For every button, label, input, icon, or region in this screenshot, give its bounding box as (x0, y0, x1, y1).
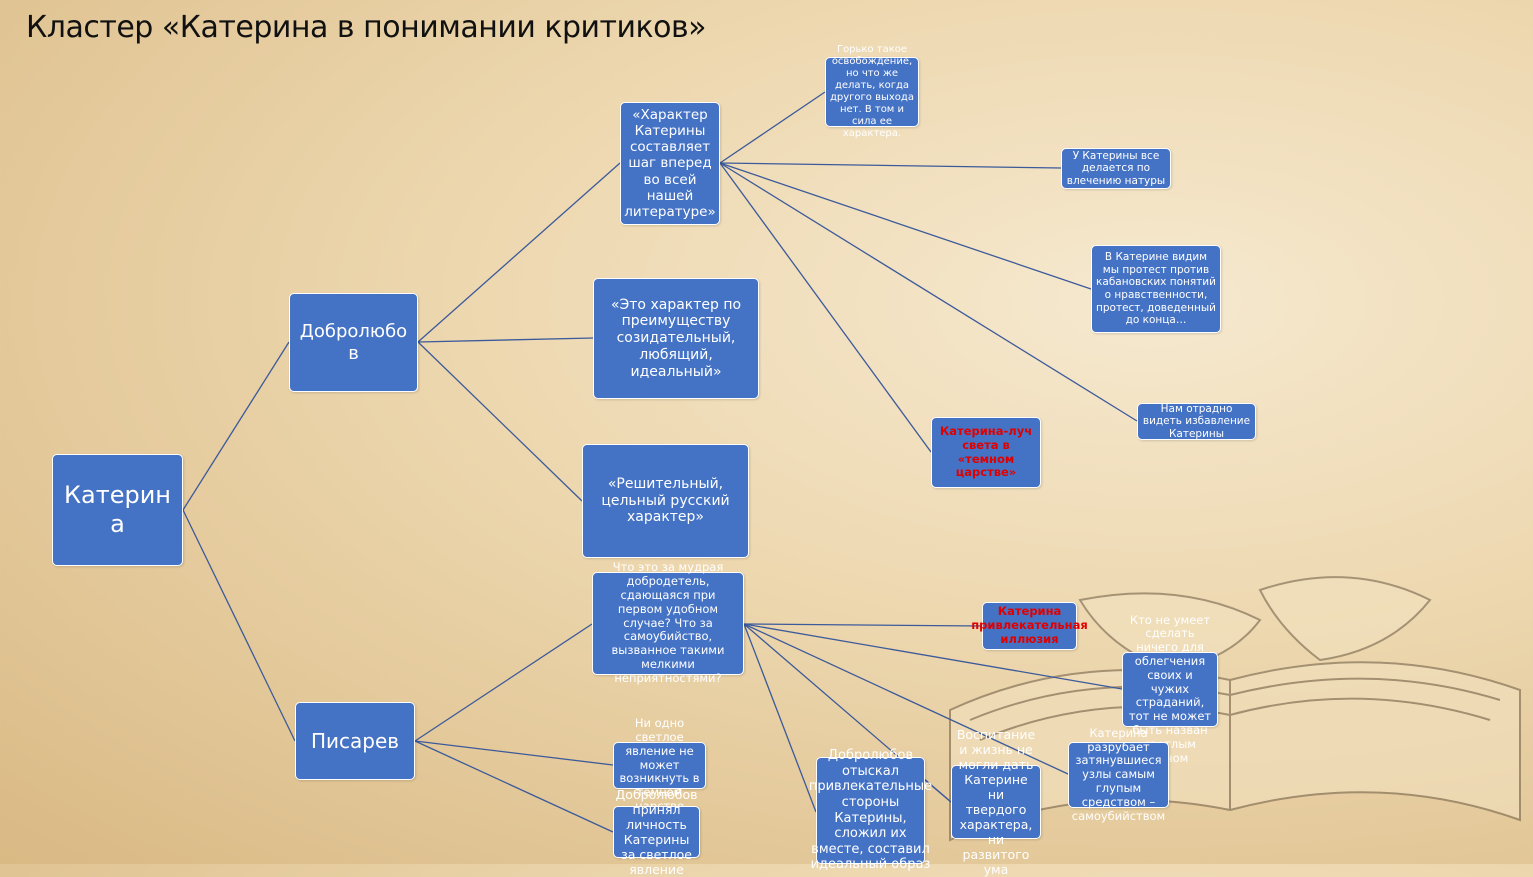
quote-protest-node: В Катерине видим мы протест против кабан… (1091, 245, 1221, 333)
pisarev-node-label: Писарев (310, 729, 400, 753)
edge-step-protest (719, 162, 1092, 290)
quote-character-step-text: «Характер Катерины составляет шаг вперед… (624, 106, 716, 220)
dobrolyubov-node: Добролюбо в (289, 293, 418, 392)
root-node: Катерин а (52, 454, 183, 566)
edge-dob-step (417, 162, 621, 343)
edge-step-nature (719, 162, 1062, 169)
edge-step-ray (719, 162, 932, 453)
edge-virtue-not-able (743, 623, 1123, 690)
quote-personality-node: Добролюбов принял личность Катерины за с… (613, 787, 700, 877)
edge-pis-no-bright (414, 740, 614, 766)
quote-creative-node: «Это характер по преимуществу созидатель… (593, 278, 759, 399)
quote-nature-text: У Катерины все делается по влечению нату… (1066, 149, 1166, 187)
quote-dob-found-node: Добролюбов отыскал привлекательные сторо… (809, 748, 932, 872)
quote-bitter-release-text: Горько такое освобождение, но что же дел… (830, 44, 914, 139)
ray-of-light-text: Катерина-луч света в «темном царстве» (939, 423, 1033, 480)
edge-pis-virtue (414, 623, 593, 742)
quote-cuts-node: Катерина разрубает затянувшиеся узлы сам… (1068, 726, 1169, 822)
edge-virtue-dob-found (743, 623, 817, 813)
page-title: Кластер «Катерина в понимании критиков» (26, 10, 707, 45)
illusion-text: Катерина привлекательная иллюзия (971, 604, 1088, 646)
quote-nature-node: У Катерины все делается по влечению нату… (1061, 148, 1171, 189)
quote-cuts-text: Катерина разрубает затянувшиеся узлы сам… (1071, 725, 1166, 823)
quote-glad-text: Нам отрадно видеть избавление Катерины (1142, 402, 1251, 440)
quote-virtue-node: Что это за мудрая добродетель, сдающаяся… (592, 561, 744, 685)
quote-protest-text: В Катерине видим мы протест против кабан… (1096, 251, 1216, 327)
edge-pis-personality (414, 740, 614, 833)
edge-dob-creative (417, 337, 594, 343)
quote-not-able-text: Кто не умеет сделать ничего для облегчен… (1128, 612, 1212, 765)
pisarev-node: Писарев (295, 702, 415, 780)
quote-virtue-text: Что это за мудрая добродетель, сдающаяся… (611, 560, 725, 685)
edge-virtue-illusion (743, 623, 983, 627)
quote-no-bright-node: Ни одно светлое явление не может возникн… (613, 716, 706, 813)
quote-dob-found-text: Добролюбов отыскал привлекательные сторо… (808, 748, 933, 873)
edge-dobfound-upbringing (924, 779, 952, 803)
edge-step-glad (719, 162, 1138, 422)
dobrolyubov-node-label: Добролюбо в (299, 320, 408, 364)
quote-no-bright-text: Ни одно светлое явление не может возникн… (619, 716, 700, 813)
ray-of-light-node: Катерина-луч света в «темном царстве» (931, 417, 1041, 488)
quote-decisive-text: «Решительный, цельный русский характер» (601, 475, 730, 526)
quote-decisive-node: «Решительный, цельный русский характер» (582, 444, 749, 558)
illusion-node: Катерина привлекательная иллюзия (971, 602, 1088, 650)
quote-glad-node: Нам отрадно видеть избавление Катерины (1137, 403, 1256, 440)
edge-root-pisarev (182, 509, 296, 742)
quote-upbringing-node: Воспитание и жизнь не могли дать Катерин… (951, 727, 1041, 877)
quote-upbringing-text: Воспитание и жизнь не могли дать Катерин… (956, 727, 1036, 877)
quote-creative-text: «Это характер по преимуществу созидатель… (610, 296, 742, 380)
quote-character-step-node: «Характер Катерины составляет шаг вперед… (620, 102, 720, 225)
edge-root-dobrolyubov (182, 341, 290, 511)
quote-not-able-node: Кто не умеет сделать ничего для облегчен… (1122, 613, 1218, 764)
edge-dob-decisive (417, 341, 583, 502)
root-node-label: Катерин а (63, 481, 171, 538)
edge-step-bitter (719, 91, 826, 164)
edge-virtue-cuts (743, 623, 1069, 775)
quote-bitter-release-node: Горько такое освобождение, но что же дел… (825, 44, 919, 139)
